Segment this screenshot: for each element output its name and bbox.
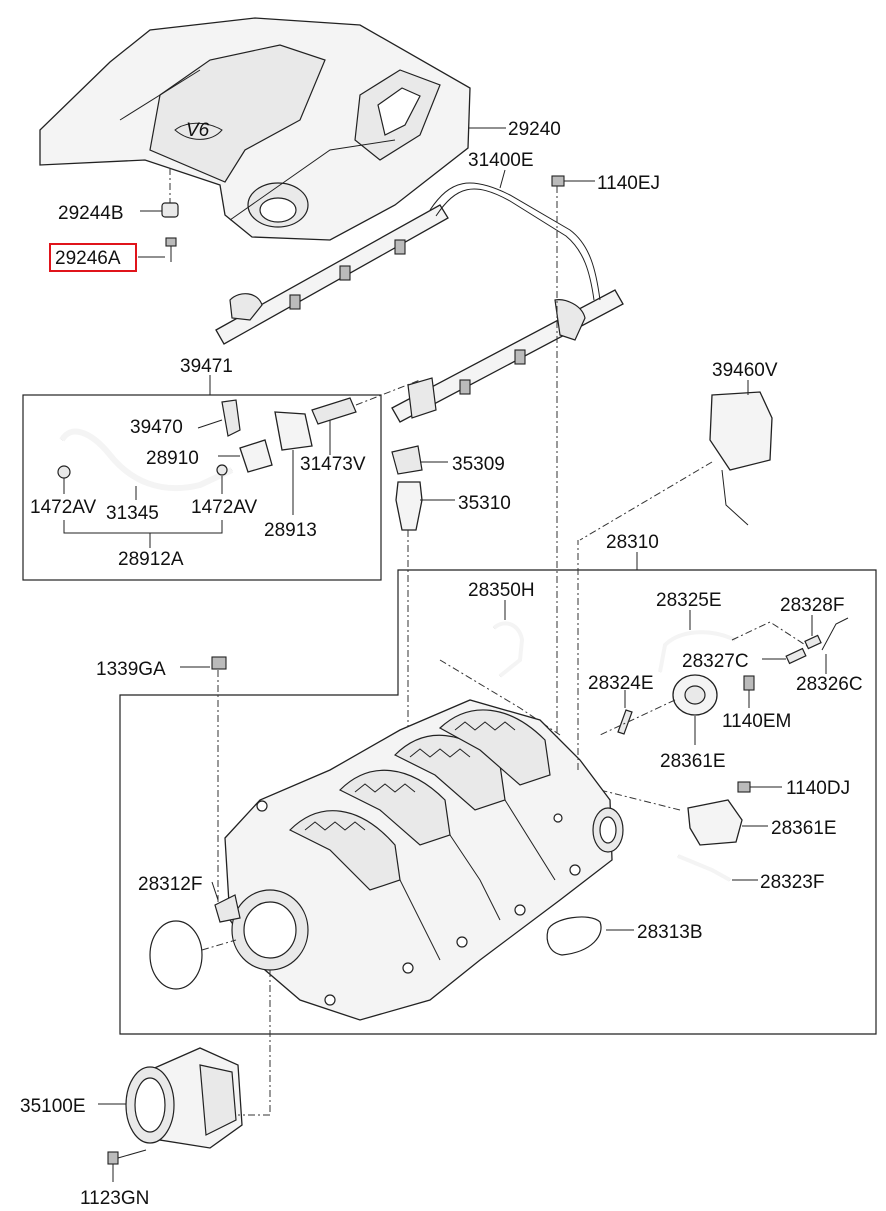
label-28324E: 28324E (588, 673, 654, 694)
label-31473V: 31473V (300, 454, 366, 475)
fuel-line-31400E-inner (435, 188, 595, 301)
label-28350H: 28350H (468, 580, 535, 601)
clamp-1472AV-right[interactable] (216, 464, 228, 476)
connector-28328F[interactable] (804, 634, 822, 650)
hose-28326C[interactable] (821, 617, 849, 651)
gasket-28312F[interactable] (149, 920, 203, 990)
grommet-29244B[interactable] (161, 202, 179, 218)
label-29246A: 29246A (55, 248, 121, 269)
label-1472AV-left: 1472AV (30, 497, 97, 518)
intake-manifold[interactable] (224, 699, 624, 1021)
valve-28910[interactable] (239, 439, 273, 473)
label-28327C: 28327C (682, 651, 749, 672)
stud-28324E[interactable] (617, 709, 633, 735)
svg-text:V6: V6 (186, 120, 210, 141)
label-28913: 28913 (264, 520, 317, 541)
label-28361E-bottom: 28361E (771, 818, 837, 839)
label-29240: 29240 (508, 119, 561, 140)
nut-1339GA[interactable] (211, 656, 227, 670)
label-35310: 35310 (458, 493, 511, 514)
label-35100E: 35100E (20, 1096, 86, 1117)
bolt-1140DJ[interactable] (737, 781, 751, 793)
label-39460V: 39460V (712, 360, 778, 381)
label-1140DJ: 1140DJ (786, 778, 850, 799)
label-35309: 35309 (452, 454, 505, 475)
gasket-28313B[interactable] (546, 916, 602, 956)
label-1339GA: 1339GA (96, 659, 166, 680)
bolt-1140EM[interactable] (743, 675, 755, 691)
bolt-1123GN-shank (117, 1149, 147, 1159)
engine-cover[interactable]: V6 (39, 17, 471, 241)
fuel-line-31400E[interactable] (429, 182, 601, 301)
label-28313B: 28313B (637, 922, 703, 943)
clamp-1472AV-left[interactable] (57, 465, 71, 479)
actuator-28361E-bottom[interactable] (687, 799, 743, 846)
label-28323F: 28323F (760, 872, 824, 893)
label-28326C: 28326C (796, 674, 863, 695)
hose-31473V[interactable] (311, 397, 357, 425)
bolt-1123GN[interactable] (107, 1151, 119, 1165)
leader-39470 (197, 419, 223, 429)
label-1140EJ: 1140EJ (597, 173, 660, 194)
solenoid-bracket (721, 469, 749, 526)
label-29244B: 29244B (58, 203, 124, 224)
connector-28913[interactable] (274, 411, 313, 451)
clip-35309[interactable] (391, 445, 423, 475)
bracket-28312F[interactable] (214, 894, 241, 923)
leader-31400E (499, 169, 506, 189)
injector-35310[interactable] (395, 481, 423, 531)
connector-28327C[interactable] (785, 647, 807, 665)
guide-line-39460V (579, 461, 713, 541)
throttle-body-35100E[interactable] (125, 1047, 243, 1149)
guide-line-28361E-top (599, 699, 676, 736)
guide-line-gasket (201, 939, 237, 951)
label-1140EM: 1140EM (722, 711, 791, 732)
label-28312F: 28312F (138, 874, 202, 895)
bracket-39470[interactable] (221, 399, 241, 437)
guide-line-28361E-bottom (599, 789, 681, 811)
label-31400E: 31400E (468, 150, 534, 171)
group-box-39471 (22, 394, 382, 581)
solenoid-39460V[interactable] (709, 391, 773, 471)
label-28361E-top: 28361E (660, 751, 726, 772)
bolt-29246A-head[interactable] (165, 237, 177, 247)
leader-28312F (211, 881, 219, 901)
throttle-bore (243, 901, 297, 959)
label-28910: 28910 (146, 448, 199, 469)
label-39471: 39471 (180, 356, 233, 377)
group-box-28310 (119, 569, 877, 1035)
label-28325E: 28325E (656, 590, 722, 611)
bracket-lines-28912A (63, 520, 223, 534)
label-1472AV-right: 1472AV (191, 497, 258, 518)
highlight-box-29246A (49, 243, 137, 272)
fuel-rail[interactable] (215, 204, 624, 423)
label-1123GN: 1123GN (80, 1188, 149, 1209)
label-28328F: 28328F (780, 595, 844, 616)
label-28912A: 28912A (118, 549, 184, 570)
guide-line-31473V (355, 379, 421, 406)
label-31345: 31345 (106, 503, 159, 524)
guide-line-hoses (731, 621, 811, 649)
label-28310: 28310 (606, 532, 659, 553)
label-39470: 39470 (130, 417, 183, 438)
bolt-1140EJ[interactable] (551, 175, 565, 187)
